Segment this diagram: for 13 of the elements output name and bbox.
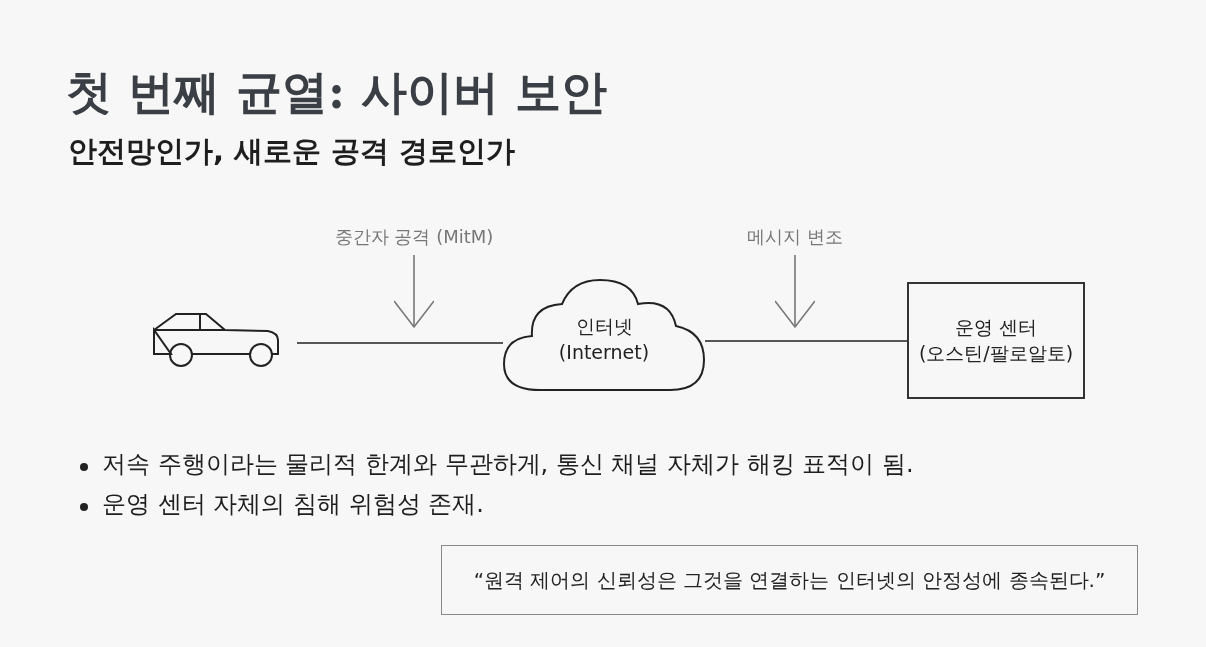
bullet-text: 저속 주행이라는 물리적 한계와 무관하게, 통신 채널 자체가 해킹 표적이 됨. bbox=[102, 449, 914, 480]
connector-line bbox=[704, 340, 908, 342]
quote-box: “원격 제어의 신뢰성은 그것을 연결하는 인터넷의 안정성에 종속된다.” bbox=[441, 545, 1138, 615]
connector-line bbox=[296, 342, 504, 344]
subtitle: 안전망인가, 새로운 공격 경로인가 bbox=[68, 133, 516, 170]
cloud-shape: 인터넷 (Internet) bbox=[500, 276, 708, 394]
attack-arrow bbox=[393, 254, 435, 328]
bullet-text: 운영 센터 자체의 침해 위험성 존재. bbox=[102, 489, 484, 520]
attack-arrow bbox=[774, 254, 816, 328]
attack-label: 메시지 변조 bbox=[725, 222, 865, 252]
process-box: 운영 센터 (오스틴/팔로알토) bbox=[907, 282, 1085, 399]
attack-label: 중간자 공격 (MitM) bbox=[314, 222, 514, 252]
title: 첫 번째 균열: 사이버 보안 bbox=[66, 64, 608, 121]
